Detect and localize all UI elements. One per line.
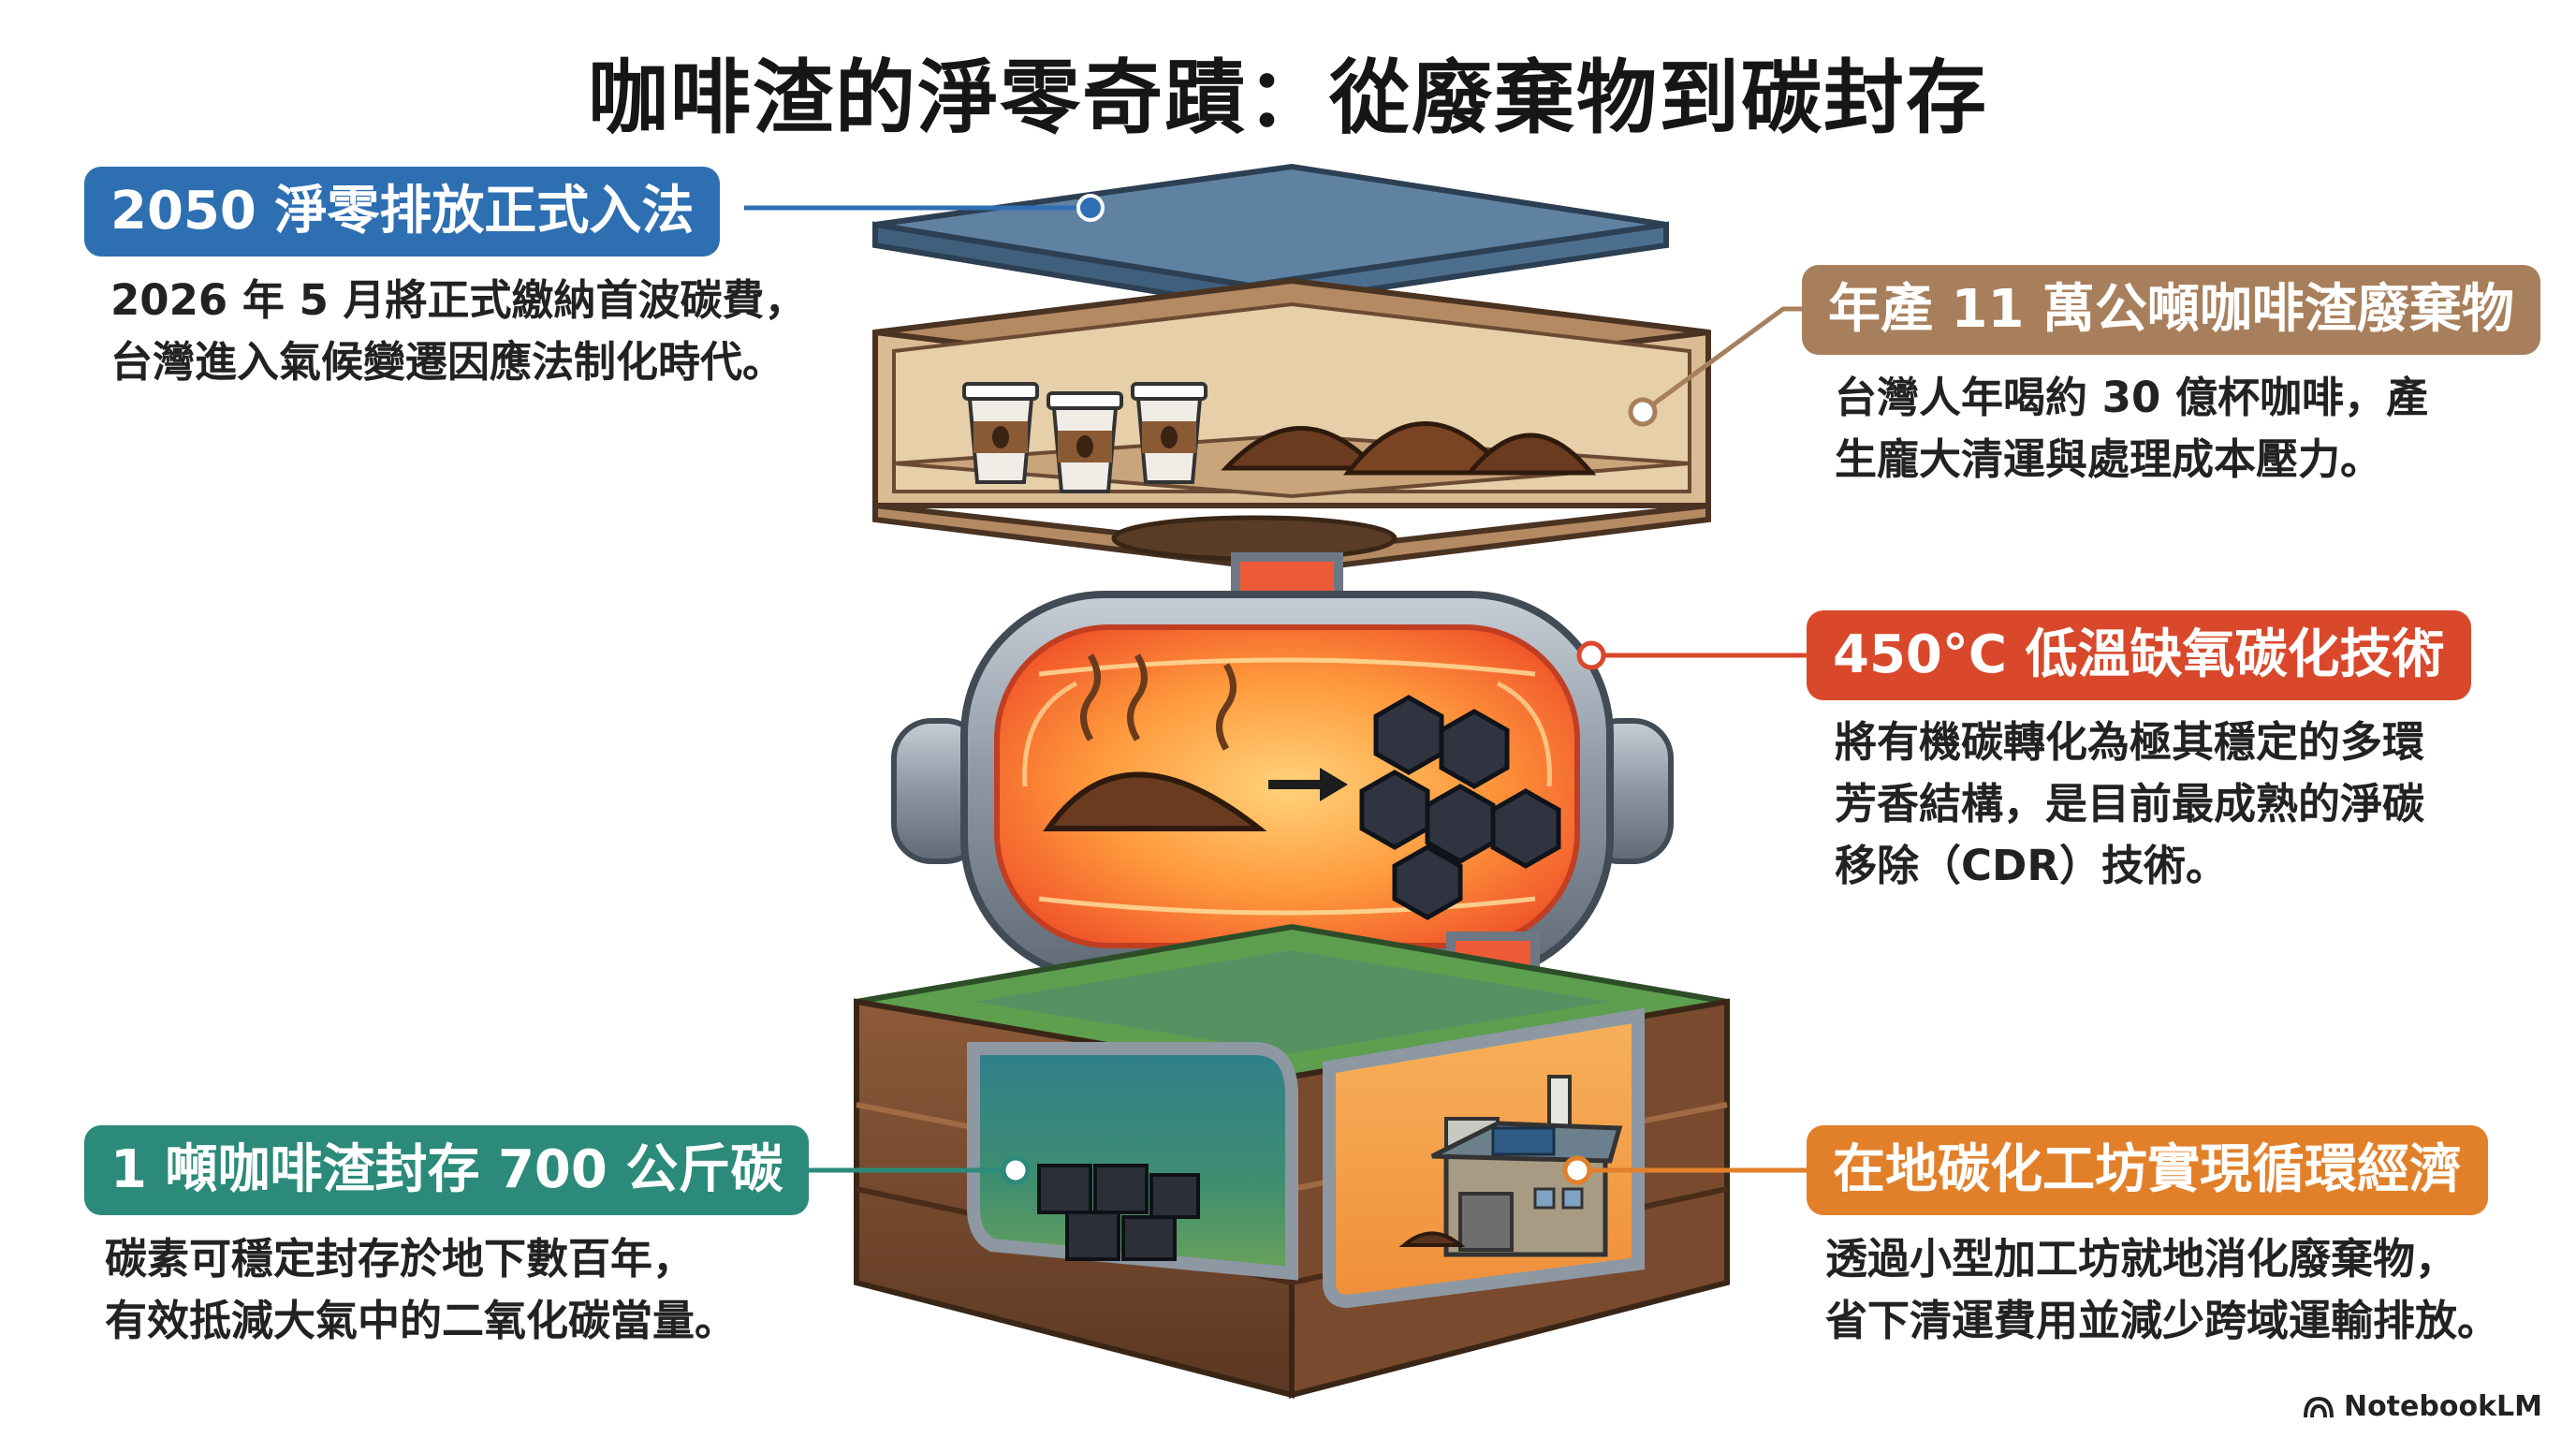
callout-carbon-storage-label: 1 噸咖啡渣封存 700 公斤碳 (84, 1125, 810, 1215)
description-line: 透過小型加工坊就地消化廢棄物， (1825, 1234, 2458, 1284)
callout-net-zero-law-label: 2050 淨零排放正式入法 (84, 167, 721, 257)
description-line: 移除（CDR）技術。 (1835, 841, 2229, 890)
callout-local-workshop-label: 在地碳化工坊實現循環經濟 (1807, 1125, 2488, 1215)
callout-carbonization-label: 450°C 低溫缺氧碳化技術 (1807, 610, 2471, 700)
callout-local-workshop-description: 透過小型加工坊就地消化廢棄物， 省下清運費用並減少跨域運輸排放。 (1825, 1228, 2499, 1352)
notebooklm-logo-icon (2303, 1396, 2334, 1417)
workshop-building (1398, 1075, 1623, 1257)
description-line: 省下清運費用並減少跨域運輸排放。 (1825, 1296, 2500, 1345)
callout-coffee-waste-description: 台灣人年喝約 30 億杯咖啡，產 生龐大清運與處理成本壓力。 (1835, 367, 2428, 491)
description-line: 台灣人年喝約 30 億杯咖啡，產 (1835, 373, 2428, 422)
callout-carbonization-description: 將有機碳轉化為極其穩定的多環 芳香結構，是目前最成熟的淨碳 移除（CDR）技術。 (1835, 712, 2424, 897)
description-line: 將有機碳轉化為極其穩定的多環 (1835, 717, 2425, 767)
pyrolysis-furnace (891, 591, 1674, 1000)
callout-coffee-waste-label: 年產 11 萬公噸咖啡渣廢棄物 (1802, 265, 2540, 355)
page-title: 咖啡渣的淨零奇蹟：從廢棄物到碳封存 (588, 51, 1988, 145)
description-line: 生龐大清運與處理成本壓力。 (1835, 434, 2383, 484)
callout-net-zero-law-description: 2026 年 5 月將正式繳納首波碳費， 台灣進入氣候變遷因應法制化時代。 (110, 270, 807, 393)
biochar-cluster (1359, 695, 1561, 920)
coffee-waste-box (872, 277, 1711, 575)
callout-carbon-storage-description: 碳素可穩定封存於地下數百年， 有效抵減大氣中的二氧化碳當量。 (105, 1228, 737, 1352)
watermark-text: NotebookLM (2343, 1390, 2542, 1423)
description-line: 有效抵減大氣中的二氧化碳當量。 (105, 1296, 738, 1345)
coffee-cups (962, 382, 1208, 493)
notebooklm-watermark: NotebookLM (2303, 1390, 2542, 1423)
biochar-blocks (1037, 1164, 1200, 1261)
description-line: 台灣進入氣候變遷因應法制化時代。 (110, 337, 785, 387)
callout-connectors (744, 194, 1807, 1185)
description-line: 2026 年 5 月將正式繳納首波碳費， (110, 275, 807, 325)
ground-block (854, 923, 1730, 1399)
coffee-ground-piles (1221, 421, 1597, 476)
carbon-storage-cavity (967, 1042, 1298, 1281)
description-line: 芳香結構，是目前最成熟的淨碳 (1835, 779, 2425, 829)
description-line: 碳素可穩定封存於地下數百年， (105, 1234, 695, 1284)
